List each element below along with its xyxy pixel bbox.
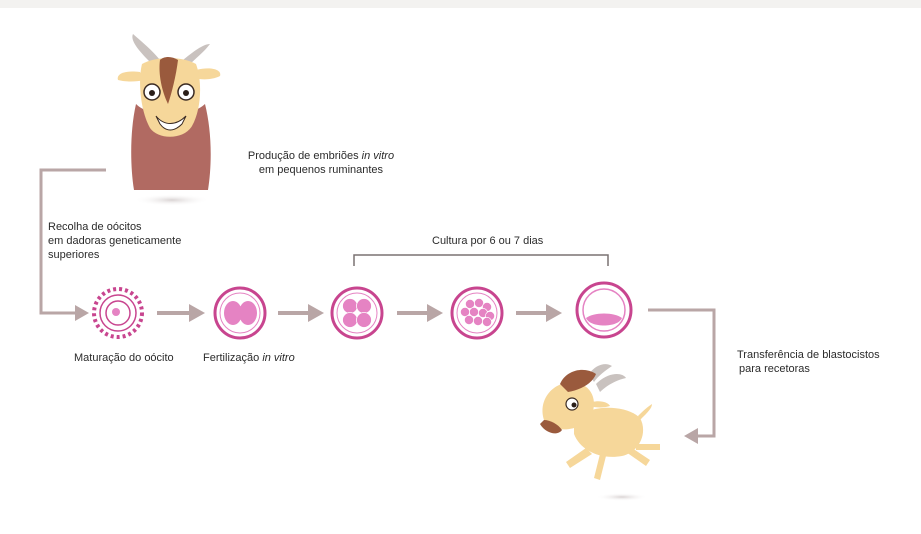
culture-label-text: Cultura por 6 ou 7 dias xyxy=(432,235,543,247)
title-line1: Produção de embriões xyxy=(248,150,359,162)
donor-goat-icon xyxy=(118,34,221,206)
arrow-stage4-to-stage5 xyxy=(516,304,562,322)
stage1-label-text: Maturação do oócito xyxy=(74,352,174,364)
collection-line1: Recolha de oócitos xyxy=(48,221,142,233)
title-line1-italic: in vitro xyxy=(362,150,394,162)
arrow-stage1-to-stage2 xyxy=(157,304,205,322)
blastocyst-icon xyxy=(577,283,631,337)
culture-bracket xyxy=(354,255,608,266)
transfer-arrowhead xyxy=(684,428,698,444)
transfer-label: Transferência de blastocistos para recet… xyxy=(737,348,880,376)
morula-icon xyxy=(452,288,502,338)
two-cell-embryo-icon xyxy=(215,288,265,338)
oocyte-icon xyxy=(94,289,142,337)
transfer-line2: para recetoras xyxy=(737,363,810,375)
stage2-label: Fertilização in vitro xyxy=(203,351,295,365)
title-label: Produção de embriões in vitro em pequeno… xyxy=(236,149,406,177)
stage2-label-italic: in vitro xyxy=(262,352,294,364)
transfer-line1: Transferência de blastocistos xyxy=(737,349,880,361)
title-line2: em pequenos ruminantes xyxy=(259,164,383,176)
four-cell-embryo-icon xyxy=(332,288,382,338)
collection-line2: em dadoras geneticamente xyxy=(48,235,181,247)
collection-line3: superiores xyxy=(48,249,99,261)
collection-arrowhead xyxy=(75,305,89,321)
recipient-goat-icon xyxy=(540,364,660,501)
arrow-stage3-to-stage4 xyxy=(397,304,443,322)
culture-label: Cultura por 6 ou 7 dias xyxy=(432,234,543,248)
stage1-label: Maturação do oócito xyxy=(74,351,174,365)
transfer-connector xyxy=(648,310,714,436)
arrow-stage2-to-stage3 xyxy=(278,304,324,322)
stage2-label-text: Fertilização xyxy=(203,352,259,364)
collection-label: Recolha de oócitos em dadoras geneticame… xyxy=(48,220,181,262)
